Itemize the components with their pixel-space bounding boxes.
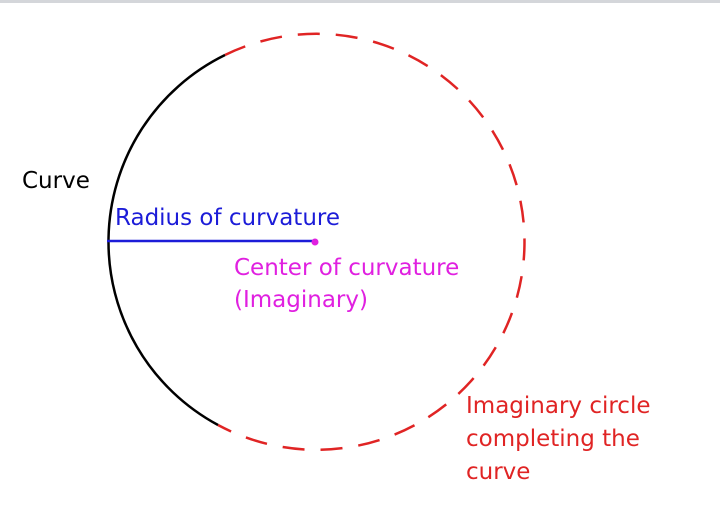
curve-arc bbox=[107, 53, 226, 427]
center-point bbox=[311, 238, 319, 246]
curve-label: Curve bbox=[22, 168, 90, 194]
imaginary-circle-dashed-arc bbox=[217, 32, 526, 451]
circle-label-line2: completing the bbox=[466, 426, 640, 452]
circle-label-line3: curve bbox=[466, 459, 531, 485]
radius-label: Radius of curvature bbox=[115, 205, 340, 231]
center-label-line1: Center of curvature bbox=[234, 255, 460, 281]
circle-label-line1: Imaginary circle bbox=[466, 393, 651, 419]
top-border bbox=[0, 0, 720, 3]
center-label-line2: (Imaginary) bbox=[234, 287, 368, 313]
